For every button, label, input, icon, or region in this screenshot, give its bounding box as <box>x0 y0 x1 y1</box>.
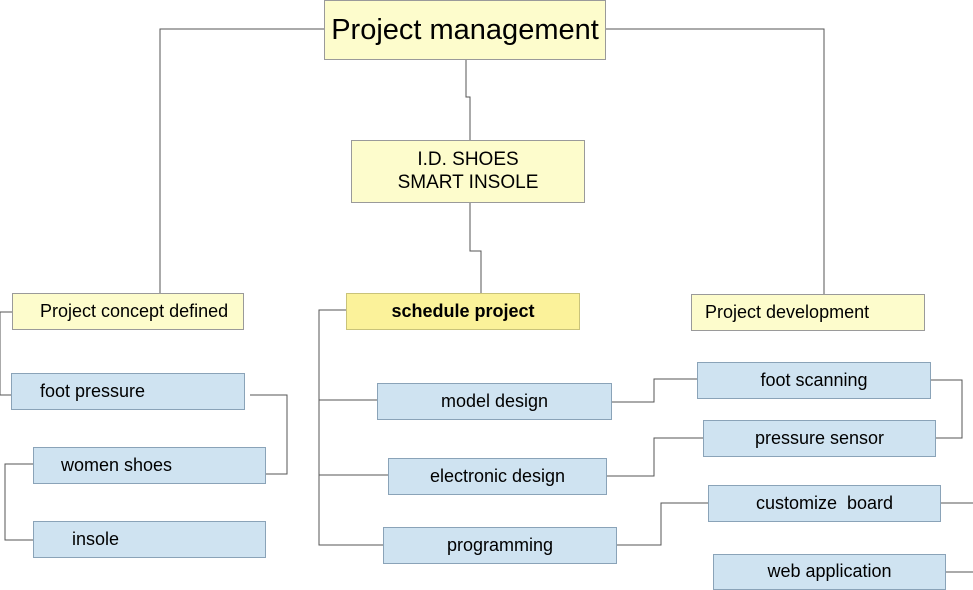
concept-label: Project concept defined <box>40 300 229 321</box>
schedule-node: schedule project <box>346 293 580 330</box>
connector-electronic-pressuresensor <box>607 437 703 477</box>
connector-root-product <box>465 60 471 140</box>
development-item-customize-board: customize board <box>708 485 941 522</box>
development-item-pressure-sensor: pressure sensor <box>703 420 936 457</box>
development-item-web-application: web application <box>713 554 946 590</box>
development-node: Project development <box>691 294 925 331</box>
schedule-label: schedule project <box>391 300 535 321</box>
connector-schedule-items <box>318 309 383 546</box>
concept-item-label: insole <box>72 528 120 549</box>
schedule-item-label: programming <box>446 534 554 555</box>
connector-model-footscanning <box>612 378 697 403</box>
root-label: Project management <box>331 13 599 46</box>
concept-item-insole: insole <box>33 521 266 558</box>
product-label-line2: SMART INSOLE <box>397 171 539 193</box>
development-item-label: foot scanning <box>760 369 868 390</box>
schedule-item-electronic-design: electronic design <box>388 458 607 495</box>
connector-programming-customize <box>617 502 708 546</box>
connector-footpressure-womenshoes <box>250 394 288 475</box>
concept-item-women-shoes: women shoes <box>33 447 266 484</box>
concept-node: Project concept defined <box>12 293 244 330</box>
schedule-item-label: model design <box>440 390 549 411</box>
development-item-label: web application <box>767 561 892 582</box>
connector-footscanning-pressuresensor <box>931 379 963 439</box>
root-node: Project management <box>324 0 606 60</box>
development-item-label: customize board <box>755 492 894 513</box>
connector-root-development <box>606 28 825 294</box>
connector-womenshoes-insole <box>4 463 33 541</box>
concept-item-label: foot pressure <box>40 380 146 401</box>
development-item-foot-scanning: foot scanning <box>697 362 931 399</box>
schedule-item-model-design: model design <box>377 383 612 420</box>
development-item-label: pressure sensor <box>754 427 885 448</box>
schedule-item-programming: programming <box>383 527 617 564</box>
schedule-item-label: electronic design <box>429 465 566 486</box>
development-label: Project development <box>705 301 870 322</box>
product-node: I.D. SHOES SMART INSOLE <box>351 140 585 203</box>
connector-root-concept <box>159 28 325 293</box>
concept-item-foot-pressure: foot pressure <box>11 373 245 410</box>
concept-item-label: women shoes <box>61 454 173 475</box>
connector-product-schedule <box>469 203 482 293</box>
product-label-line1: I.D. SHOES <box>417 148 519 170</box>
